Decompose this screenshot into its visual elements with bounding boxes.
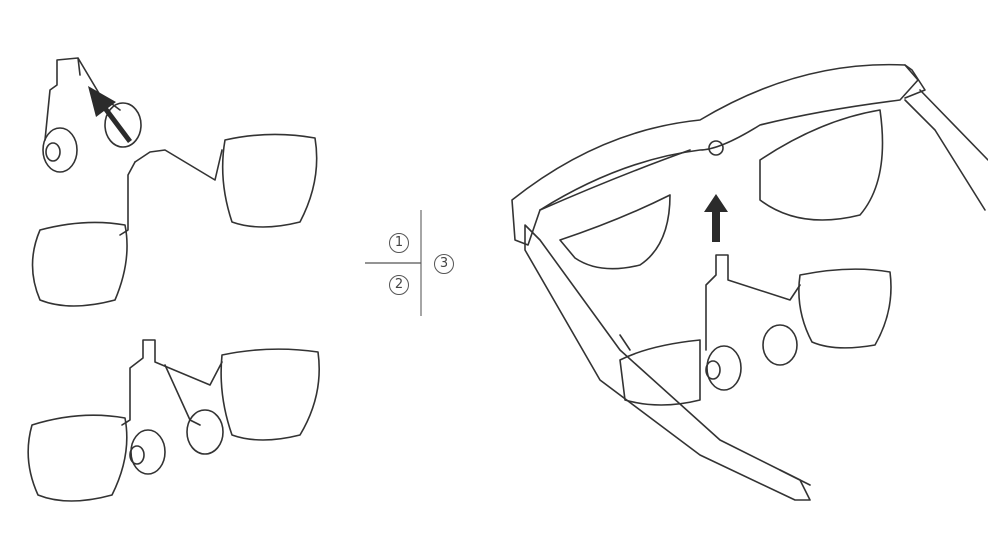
- arrow-up-left-icon: [88, 86, 132, 143]
- step-1-label: 1: [389, 233, 409, 253]
- step2-illustration: [27, 339, 320, 502]
- step-2-label: 2: [389, 275, 409, 295]
- step-3-label: 3: [434, 254, 454, 274]
- arrow-up-icon: [704, 194, 728, 242]
- step1-illustration: [31, 57, 318, 307]
- step3-illustration: [511, 63, 988, 501]
